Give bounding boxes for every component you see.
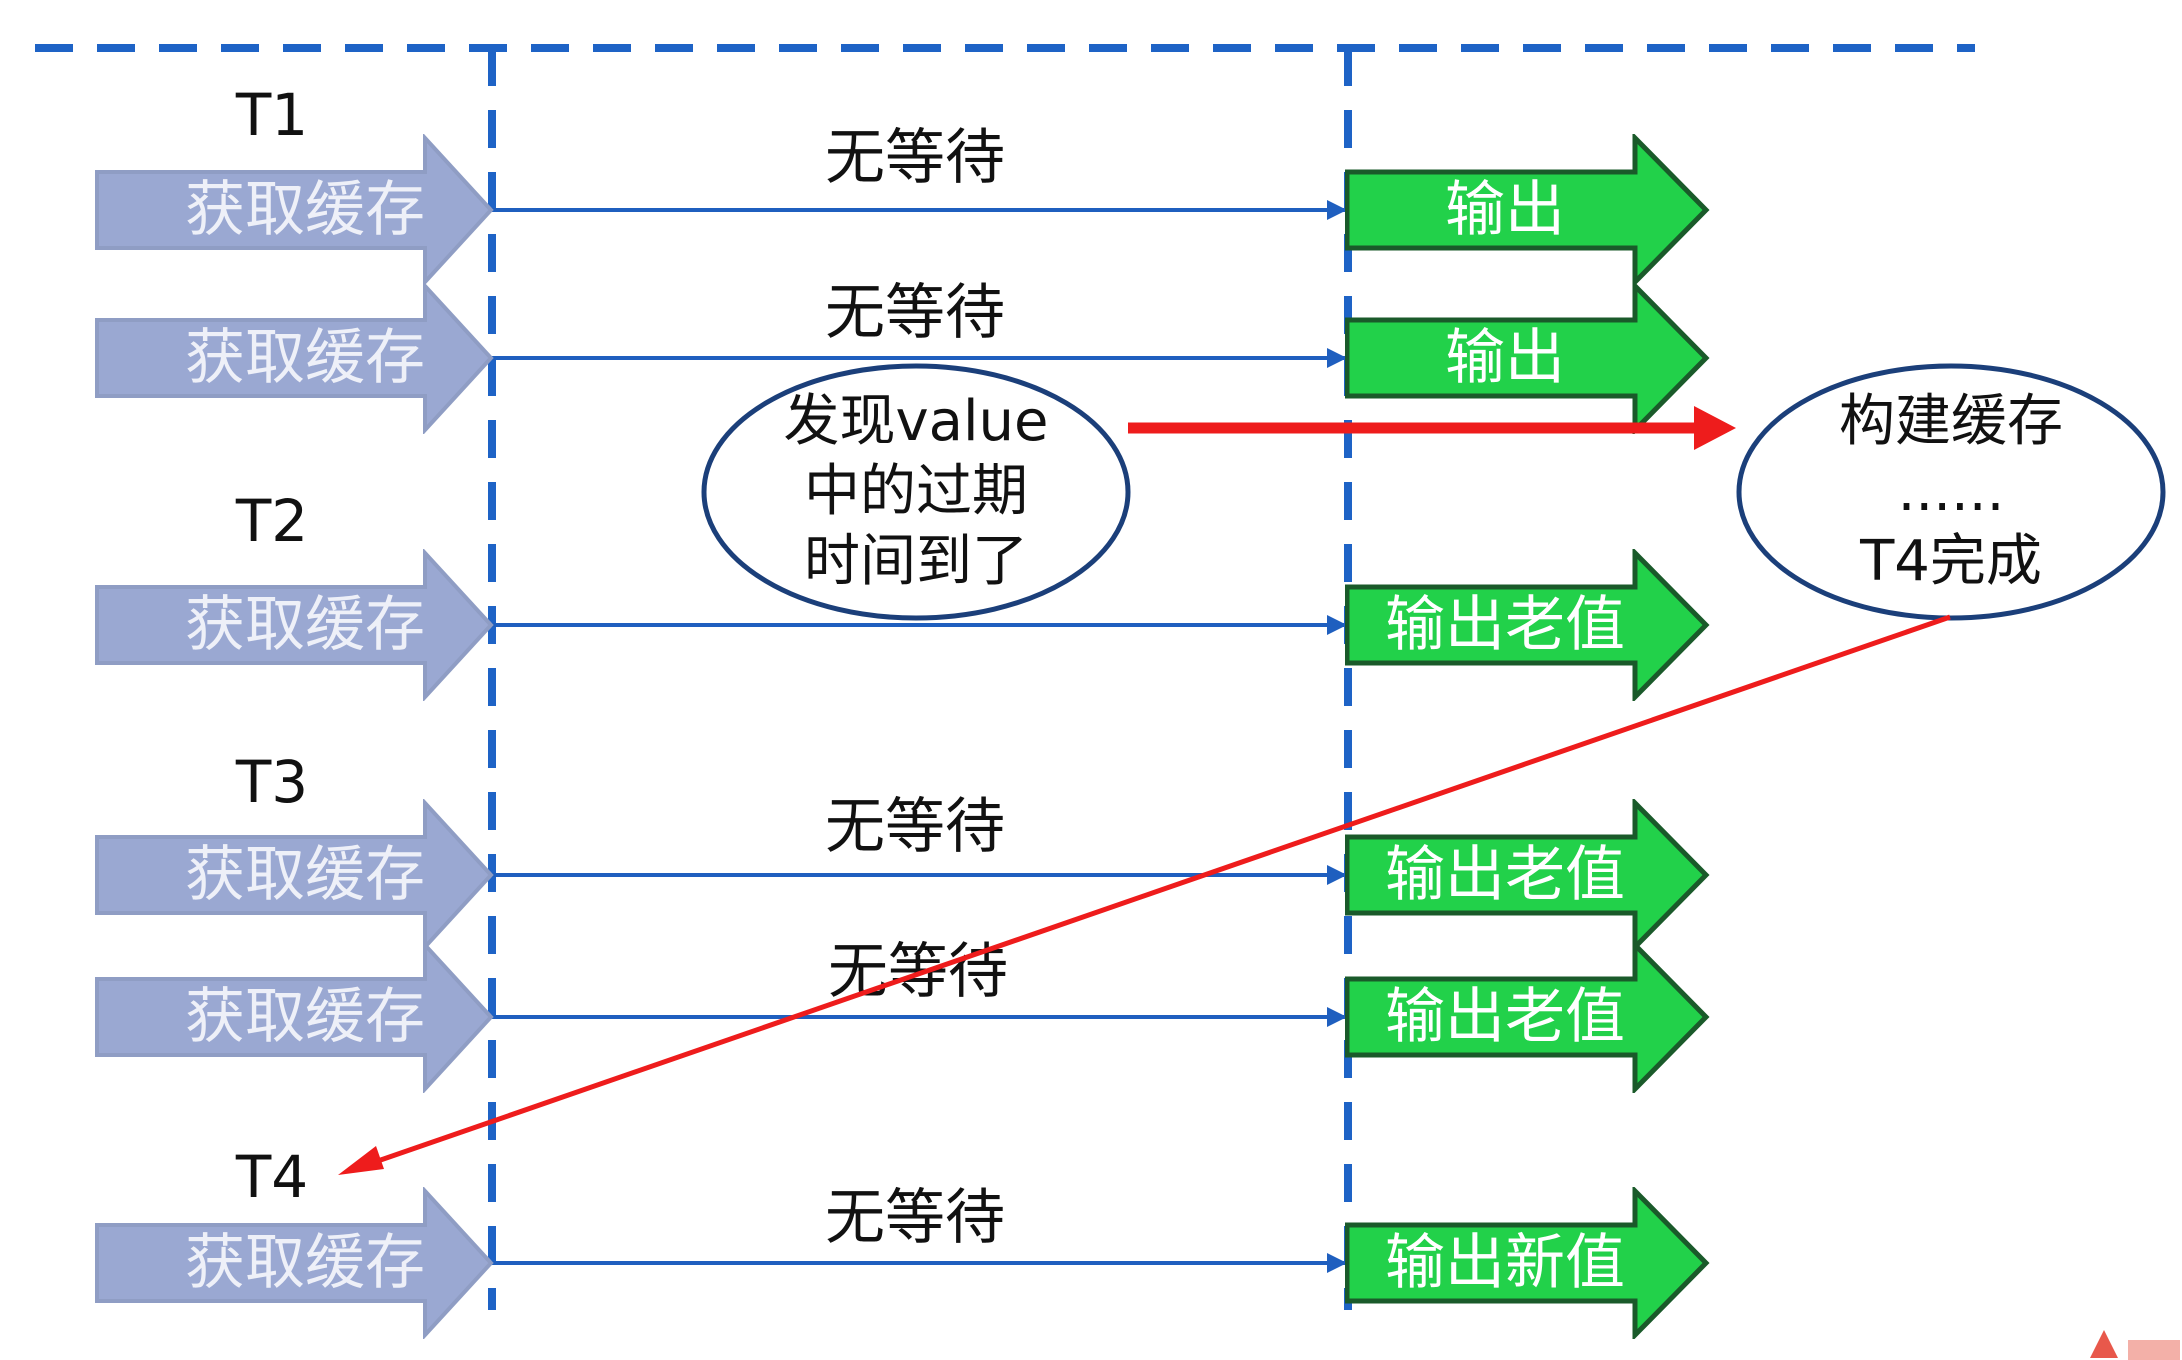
get-cache-arrow: 获取缓存 xyxy=(95,799,495,951)
wait-label: 无等待 xyxy=(825,1183,1005,1253)
output-arrow: 输出 xyxy=(1345,282,1710,434)
get-cache-label: 获取缓存 xyxy=(185,323,425,393)
block-arrow-right-icon xyxy=(95,282,494,434)
block-arrow-right-icon xyxy=(1345,941,1710,1093)
output-arrow: 输出 xyxy=(1345,134,1710,286)
output-label: 输出新值 xyxy=(1385,1228,1625,1298)
wait-label: 无等待 xyxy=(825,792,1005,862)
flow-line-group xyxy=(492,200,1347,1273)
output-label: 输出 xyxy=(1445,175,1565,245)
get-cache-arrow: 获取缓存 xyxy=(95,941,495,1093)
output-arrow: 输出老值 xyxy=(1345,799,1710,951)
expire-bubble-line: 时间到了 xyxy=(804,529,1028,594)
get-cache-arrow: 获取缓存 xyxy=(95,549,495,701)
build-bubble-line: ...... xyxy=(1897,459,2005,524)
expire-bubble-line: 中的过期 xyxy=(804,459,1028,524)
thread-label-t3: T3 xyxy=(235,748,309,816)
block-arrow-right-icon xyxy=(1345,549,1710,701)
block-arrow-right-icon xyxy=(1345,282,1710,434)
block-arrow-right-icon xyxy=(95,799,494,951)
rebuild-complete-arrow xyxy=(338,614,1951,1175)
output-label: 输出老值 xyxy=(1385,982,1625,1052)
block-arrow-right-icon xyxy=(95,549,494,701)
wait-label: 无等待 xyxy=(825,123,1005,193)
get-cache-label: 获取缓存 xyxy=(185,982,425,1052)
thread-label-t1: T1 xyxy=(235,81,309,149)
get-cache-label: 获取缓存 xyxy=(185,1228,425,1298)
logo-icon xyxy=(2090,1330,2180,1360)
trigger-rebuild-arrow xyxy=(1128,406,1736,450)
expire-bubble: 发现value 中的过期 时间到了 xyxy=(700,362,1132,622)
block-arrow-right-icon xyxy=(95,1187,494,1339)
output-label: 输出老值 xyxy=(1385,590,1625,660)
get-cache-arrow: 获取缓存 xyxy=(95,1187,495,1339)
get-cache-arrow: 获取缓存 xyxy=(95,134,495,286)
block-arrow-right-icon xyxy=(1345,1187,1710,1339)
get-cache-label: 获取缓存 xyxy=(185,590,425,660)
wait-label: 无等待 xyxy=(825,278,1005,348)
block-arrow-right-icon xyxy=(1345,799,1710,951)
get-cache-arrow: 获取缓存 xyxy=(95,282,495,434)
get-cache-label: 获取缓存 xyxy=(185,175,425,245)
output-label: 输出 xyxy=(1445,323,1565,393)
block-arrow-right-icon xyxy=(95,941,494,1093)
thread-label-t4: T4 xyxy=(235,1143,309,1211)
build-bubble-line: T4完成 xyxy=(1860,529,2042,594)
output-label: 输出老值 xyxy=(1385,840,1625,910)
block-arrow-right-icon xyxy=(1345,134,1710,286)
block-arrow-right-icon xyxy=(95,134,494,286)
output-arrow: 输出老值 xyxy=(1345,941,1710,1093)
build-cache-bubble: 构建缓存 ...... T4完成 xyxy=(1735,362,2167,622)
expire-bubble-line: 发现value xyxy=(783,389,1049,454)
output-arrow: 输出老值 xyxy=(1345,549,1710,701)
get-cache-label: 获取缓存 xyxy=(185,840,425,910)
build-bubble-line: 构建缓存 xyxy=(1839,389,2063,454)
thread-label-t2: T2 xyxy=(235,487,309,555)
output-arrow: 输出新值 xyxy=(1345,1187,1710,1339)
